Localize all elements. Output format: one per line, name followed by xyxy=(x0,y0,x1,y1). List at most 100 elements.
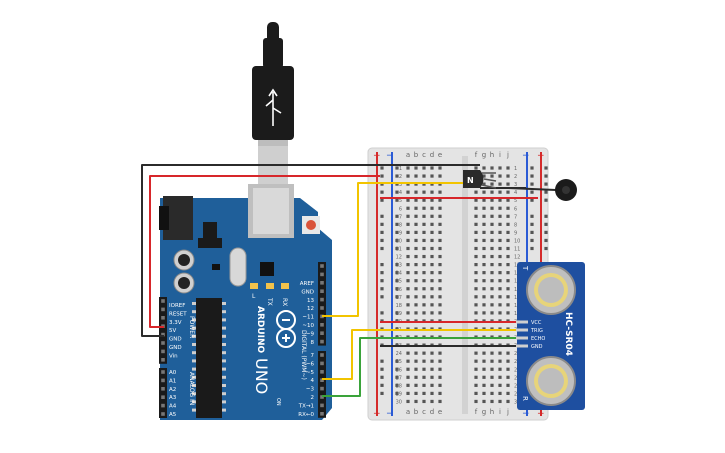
analog-label: ANALOG IN xyxy=(188,372,195,405)
breadboard-hole xyxy=(482,391,486,395)
breadboard-hole xyxy=(506,230,510,234)
row-number-left: 10 xyxy=(396,238,402,244)
chip-pin xyxy=(192,408,196,412)
breadboard-hole xyxy=(482,230,486,234)
header-socket xyxy=(320,331,324,335)
breadboard-hole xyxy=(438,375,442,379)
breadboard-hole xyxy=(406,303,410,307)
breadboard-hole xyxy=(490,303,494,307)
breadboard-hole xyxy=(498,230,502,234)
row-number-left: 26 xyxy=(396,367,402,373)
breadboard-hole xyxy=(406,367,410,371)
breadboard-hole xyxy=(482,190,486,194)
row-number-left: 7 xyxy=(399,214,402,220)
wire-yellow-trig xyxy=(322,329,516,380)
breadboard-hole xyxy=(406,174,410,178)
column-letter: a xyxy=(406,151,410,159)
chip-pin xyxy=(222,318,226,322)
breadboard-hole xyxy=(430,287,434,291)
column-letter: i xyxy=(499,151,501,159)
breadboard-hole xyxy=(414,246,418,251)
breadboard-hole xyxy=(474,319,478,323)
rail-hole xyxy=(530,246,534,251)
breadboard-hole xyxy=(482,279,486,283)
breadboard-hole xyxy=(490,198,494,202)
chip-pin xyxy=(192,384,196,387)
rail-hole xyxy=(395,271,399,275)
row-number-left: 18 xyxy=(396,303,402,309)
breadboard-hole xyxy=(422,351,426,355)
breadboard-hole xyxy=(474,230,478,234)
rail-plus-left-bottom: + xyxy=(373,409,381,419)
breadboard-hole xyxy=(482,375,486,379)
column-letter: j xyxy=(506,408,509,416)
rail-hole xyxy=(380,263,384,267)
breadboard-hole xyxy=(506,295,510,299)
breadboard-hole xyxy=(422,383,426,387)
rail-plus-right: + xyxy=(537,151,545,161)
sensor-pin-label: GND xyxy=(531,344,543,350)
wire-red-5v xyxy=(149,175,380,328)
breadboard-hole xyxy=(482,311,486,315)
breadboard-hole xyxy=(506,206,510,210)
breadboard-hole xyxy=(414,391,418,395)
breadboard-hole xyxy=(490,351,494,355)
breadboard-hole xyxy=(438,319,442,323)
rail-hole xyxy=(380,311,384,315)
usb-plug-icon xyxy=(252,22,294,184)
breadboard-hole xyxy=(414,214,418,218)
wire-black-buzzer xyxy=(507,187,557,191)
breadboard-hole xyxy=(482,206,486,210)
header-strip xyxy=(159,297,167,364)
chip-pin xyxy=(222,367,226,371)
breadboard-hole xyxy=(430,279,434,283)
breadboard-hole xyxy=(414,230,418,234)
breadboard-hole xyxy=(506,367,510,371)
header-socket xyxy=(320,281,324,285)
breadboard-hole xyxy=(430,311,434,315)
breadboard-hole xyxy=(414,295,418,299)
breadboard-hole xyxy=(430,254,434,259)
row-number-left: 2 xyxy=(399,174,402,180)
analog-header xyxy=(159,368,167,418)
header-socket xyxy=(320,370,324,374)
breadboard-hole xyxy=(498,222,502,226)
pin-label: A3 xyxy=(169,395,177,401)
rail-hole xyxy=(380,222,384,226)
chip-pin xyxy=(192,359,196,363)
pin-label: ~10 xyxy=(302,323,314,329)
breadboard-hole xyxy=(406,271,410,275)
chip-pin xyxy=(192,302,196,305)
breadboard-hole xyxy=(474,295,478,299)
breadboard-hole xyxy=(474,198,478,202)
chip-pin xyxy=(192,334,196,338)
breadboard-hole xyxy=(438,182,442,186)
arduino-logo-icon xyxy=(276,310,296,348)
breadboard-hole xyxy=(406,279,410,283)
breadboard-hole xyxy=(490,190,494,194)
breadboard-hole xyxy=(422,375,426,379)
breadboard-hole xyxy=(430,271,434,275)
breadboard-hole xyxy=(506,190,510,194)
rail-hole xyxy=(380,238,384,243)
pin-label: A4 xyxy=(169,404,177,410)
pin-label: A5 xyxy=(169,412,177,418)
pin-label: A2 xyxy=(169,387,176,393)
breadboard-hole xyxy=(498,206,502,210)
rail-hole xyxy=(395,190,399,194)
breadboard-hole xyxy=(438,359,442,363)
breadboard-hole xyxy=(490,279,494,283)
breadboard-hole xyxy=(438,391,442,395)
rail-hole xyxy=(395,263,399,267)
rail-hole xyxy=(395,391,399,395)
breadboard-hole xyxy=(430,383,434,387)
row-number-left: 19 xyxy=(396,311,402,317)
rail-hole xyxy=(380,214,384,218)
pin-label: AREF xyxy=(300,281,314,287)
rail-hole xyxy=(544,214,548,218)
chip-pin xyxy=(222,351,226,355)
breadboard-hole xyxy=(430,295,434,299)
breadboard-hole xyxy=(498,198,502,202)
breadboard-hole xyxy=(414,238,418,243)
